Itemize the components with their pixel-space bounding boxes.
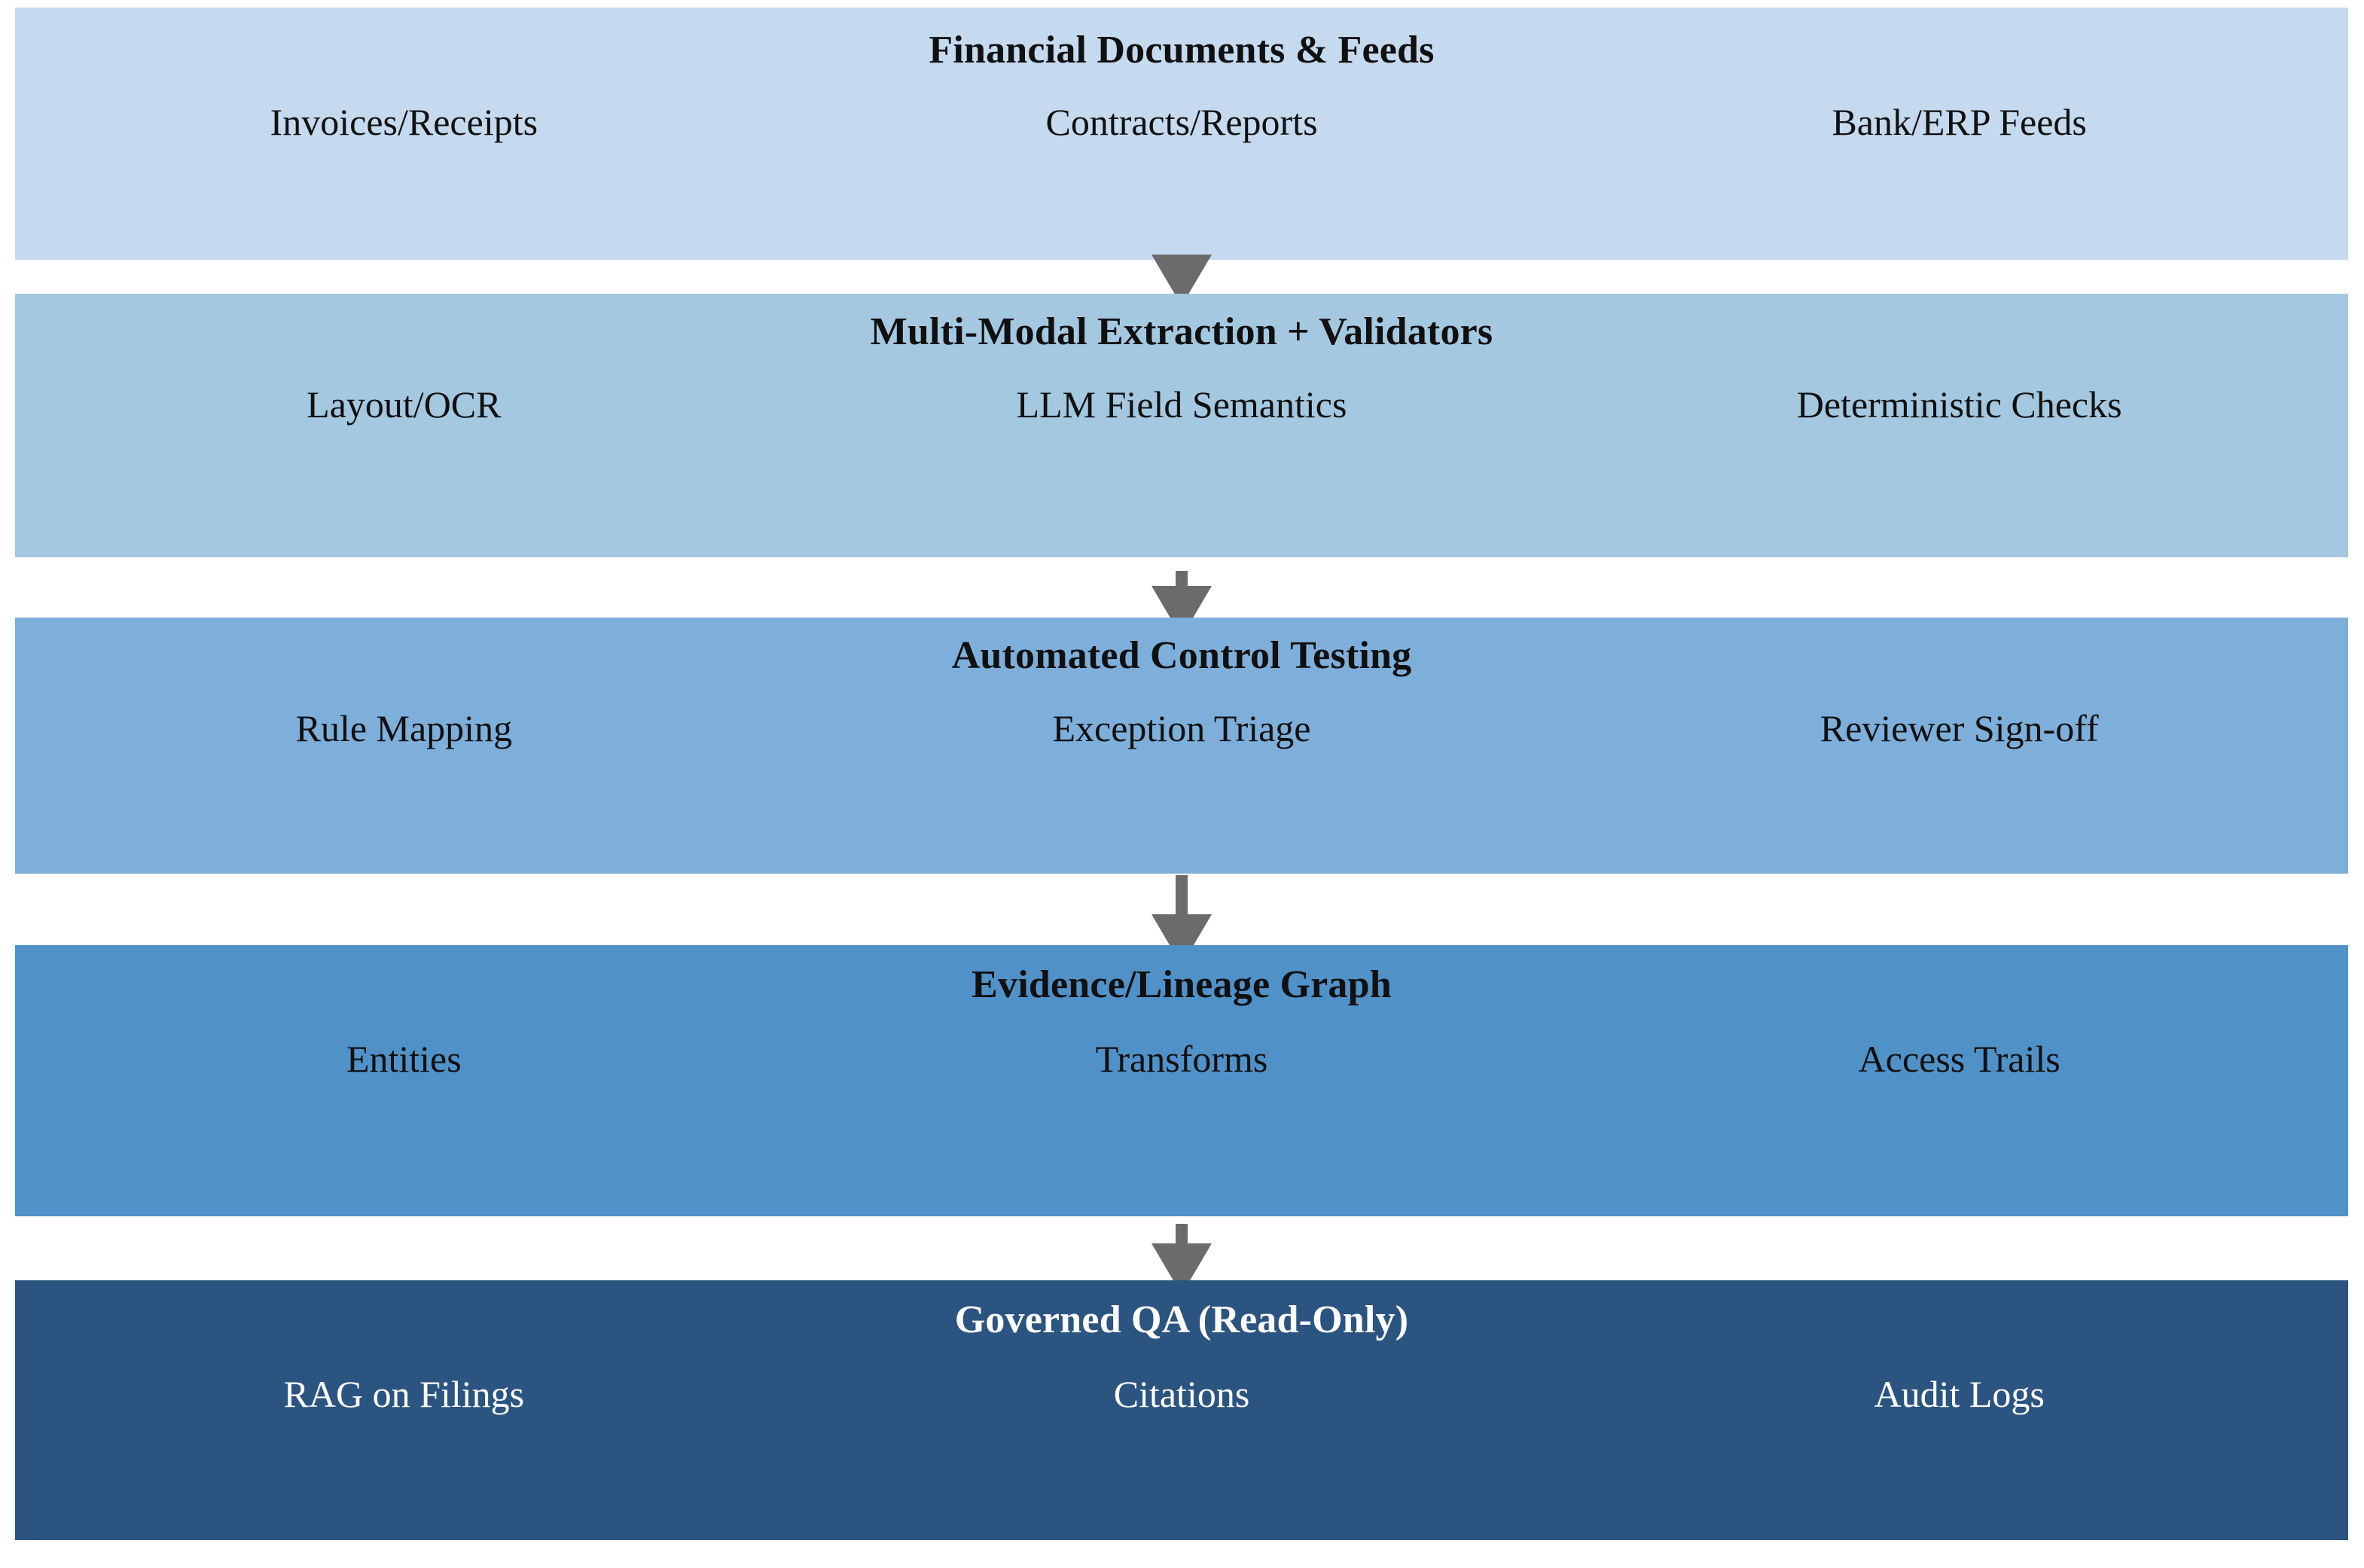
stage-title: Automated Control Testing: [951, 634, 1412, 677]
stage-item: LLM Field Semantics: [1016, 383, 1347, 426]
stage-band-governed-qa-read-only: Governed QA (Read-Only) RAG on Filings C…: [15, 1280, 2348, 1540]
stage-band-multi-modal-extraction-validators: Multi-Modal Extraction + Validators Layo…: [15, 294, 2348, 557]
stage-item: Contracts/Reports: [1045, 101, 1318, 143]
arrow-shaft: [1176, 571, 1188, 587]
stage-band-evidence-lineage-graph: Evidence/Lineage Graph Entities Transfor…: [15, 945, 2348, 1216]
stage-item: Reviewer Sign-off: [1820, 707, 2099, 749]
stage-item: Layout/OCR: [307, 383, 502, 426]
stage-item: Citations: [1113, 1373, 1250, 1415]
stage-item: Access Trails: [1858, 1038, 2060, 1080]
arrow-shaft: [1176, 1224, 1188, 1246]
stage-item: Audit Logs: [1874, 1373, 2045, 1415]
arrow-down-icon: [1136, 255, 1227, 306]
stage-items: RAG on Filings Citations Audit Logs: [15, 1374, 2348, 1415]
stage-band-financial-documents-and-feeds: Financial Documents & Feeds Invoices/Rec…: [15, 8, 2348, 260]
stage-title: Evidence/Lineage Graph: [972, 963, 1392, 1006]
stage-title: Financial Documents & Feeds: [929, 29, 1435, 72]
stage-title: Governed QA (Read-Only): [954, 1298, 1409, 1341]
arrow-down-icon: [1136, 875, 1227, 966]
stage-item: RAG on Filings: [283, 1373, 525, 1415]
stage-item: Rule Mapping: [295, 707, 513, 749]
arrow-shaft: [1176, 875, 1188, 919]
stage-band-automated-control-testing: Automated Control Testing Rule Mapping E…: [15, 618, 2348, 874]
arrow-down-icon: [1136, 1224, 1227, 1295]
stage-item: Bank/ERP Feeds: [1832, 101, 2087, 143]
arrow-down-icon: [1136, 571, 1227, 637]
stage-item: Deterministic Checks: [1796, 383, 2122, 426]
stage-title: Multi-Modal Extraction + Validators: [870, 310, 1493, 353]
stage-items: Entities Transforms Access Trails: [15, 1039, 2348, 1080]
stage-item: Entities: [346, 1038, 462, 1080]
stage-items: Rule Mapping Exception Triage Reviewer S…: [15, 708, 2348, 749]
stage-items: Layout/OCR LLM Field Semantics Determini…: [15, 384, 2348, 426]
stage-items: Invoices/Receipts Contracts/Reports Bank…: [15, 102, 2348, 143]
stage-item: Transforms: [1095, 1038, 1268, 1080]
stage-item: Exception Triage: [1052, 707, 1311, 749]
stage-item: Invoices/Receipts: [270, 101, 538, 143]
